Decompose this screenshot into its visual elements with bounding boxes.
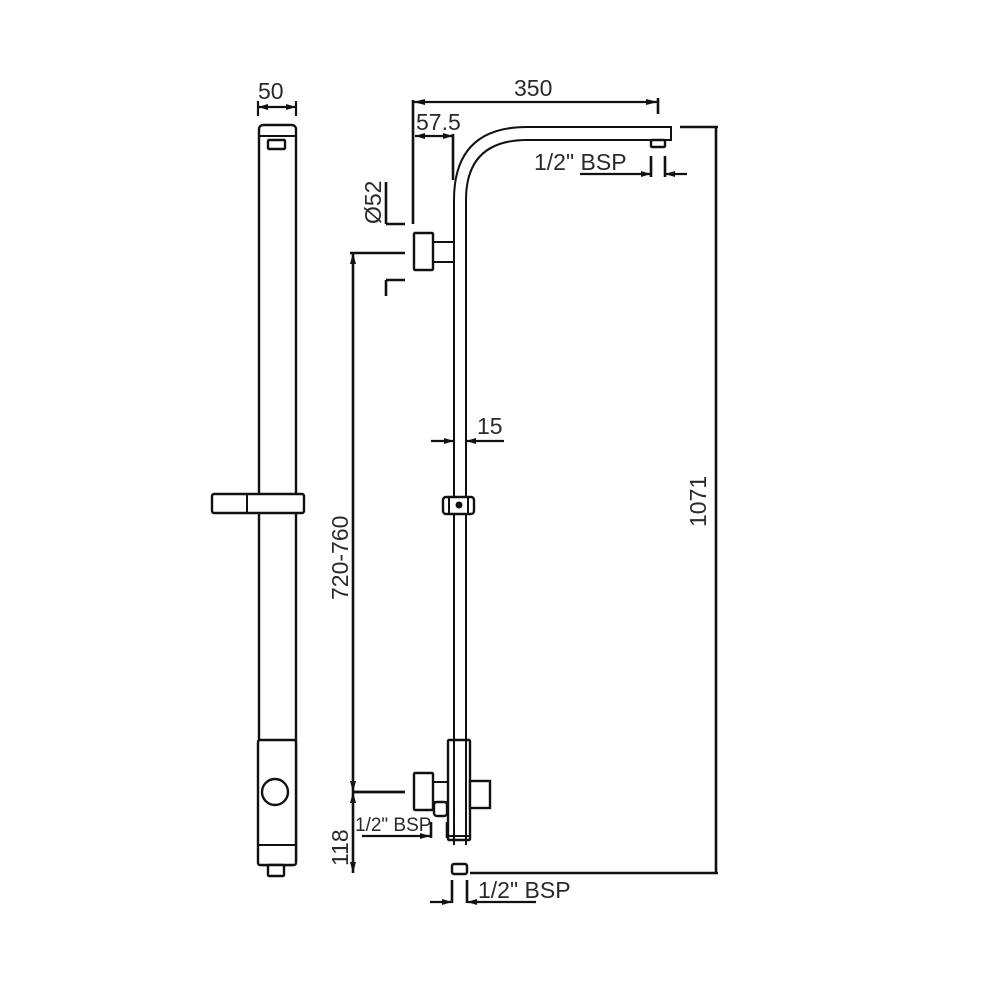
overall-height-dimension: 1071 — [470, 125, 718, 875]
valve-rear-body — [468, 779, 492, 810]
front-view: 350 57.5 1/2" BSP — [327, 75, 718, 905]
arm-length-dimension: 350 — [411, 75, 660, 224]
bottom-outlet-thread-dimension: 1/2" BSP — [430, 877, 571, 905]
side-outlet-thread-dimension: 1/2" BSP — [355, 815, 449, 839]
bracket-spacing-dimension: 720-760 — [327, 251, 405, 873]
bottom-outlet-thread-label: 1/2" BSP — [478, 877, 571, 903]
inlet-height-label: 118 — [327, 829, 353, 866]
side-view: 50 — [210, 78, 306, 878]
arm-offset-label: 57.5 — [416, 109, 461, 135]
side-valve-body — [256, 738, 298, 878]
side-bottom-outlet — [266, 863, 286, 878]
rail-diameter-dimension: 15 — [431, 413, 504, 444]
lower-wall-bracket — [412, 771, 435, 812]
rail-slider — [441, 495, 476, 516]
shower-arm — [453, 126, 672, 845]
arm-outlet-nut — [649, 138, 667, 149]
top-wall-bracket — [412, 231, 454, 272]
bracket-diameter-label: Ø52 — [360, 181, 386, 224]
overall-height-label: 1071 — [685, 476, 711, 527]
inlet-height-dimension: 118 — [327, 790, 405, 873]
arm-outlet-thread-dimension: 1/2" BSP — [534, 149, 687, 177]
side-slider-bracket — [210, 492, 306, 515]
rail-diameter-label: 15 — [477, 413, 503, 439]
side-outlet-thread-label: 1/2" BSP — [355, 815, 431, 836]
side-width-label: 50 — [258, 78, 284, 104]
lower-valve-assembly — [412, 738, 492, 876]
bottom-outlet-nut — [450, 862, 469, 876]
arm-offset-dimension: 57.5 — [415, 109, 461, 180]
bracket-spacing-label: 720-760 — [327, 516, 353, 600]
side-outlet-nut — [432, 800, 449, 818]
side-valve-knob — [260, 777, 290, 807]
side-width-dimension: 50 — [256, 78, 298, 116]
arm-length-label: 350 — [514, 75, 552, 101]
bracket-diameter-dimension: Ø52 — [360, 181, 405, 296]
side-top-cap — [266, 138, 287, 151]
arm-outlet-thread-label: 1/2" BSP — [534, 149, 627, 175]
